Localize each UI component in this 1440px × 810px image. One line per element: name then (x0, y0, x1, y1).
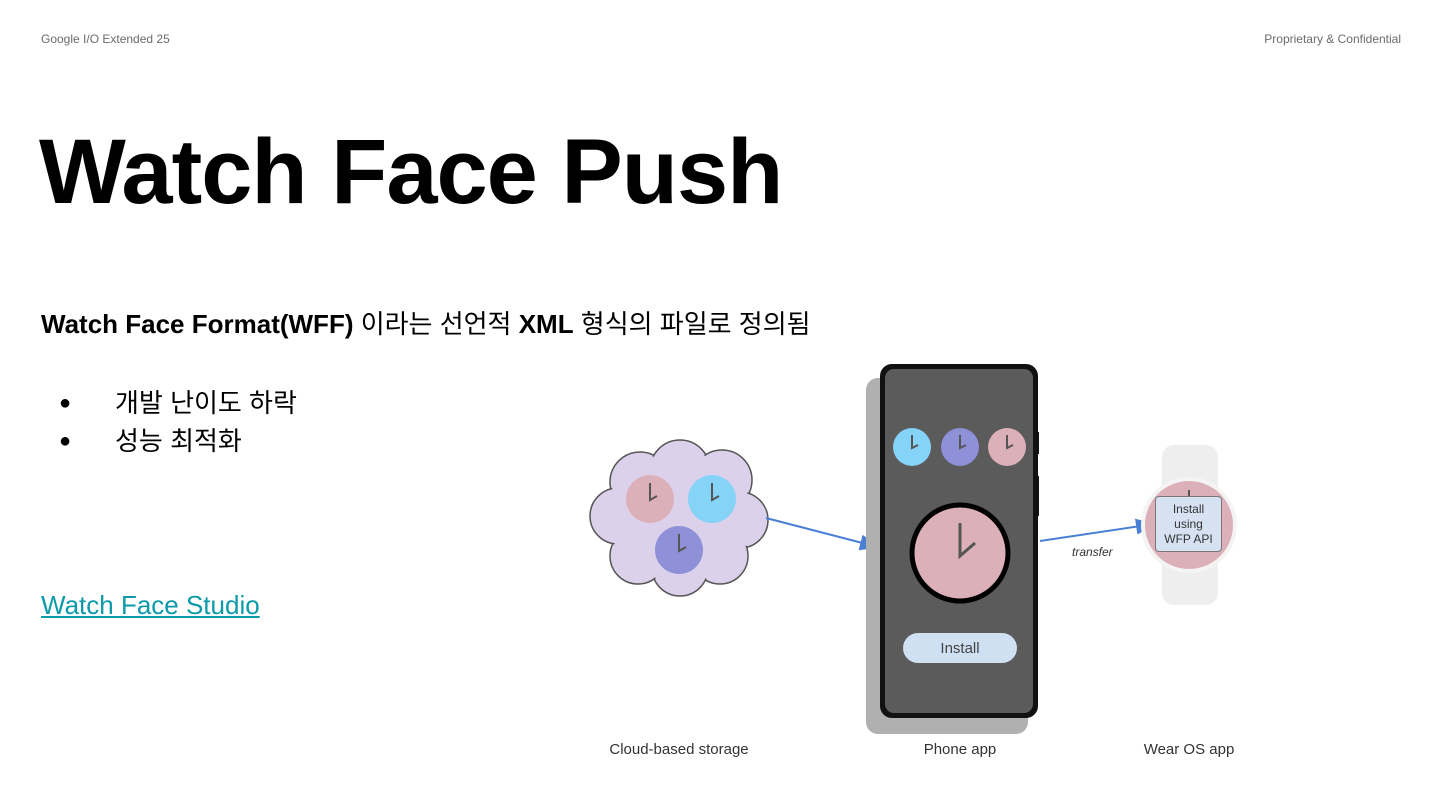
watch-face-studio-link[interactable]: Watch Face Studio (41, 590, 260, 620)
caption-cloud-storage: Cloud-based storage (609, 741, 749, 758)
clock-icon (893, 428, 931, 466)
watch-label-line: using (1174, 517, 1203, 531)
bullet-text: 개발 난이도 하락 (115, 388, 297, 418)
bullet-icon: ● (59, 430, 72, 452)
bullet-list: ● 개발 난이도 하락 ● 성능 최적화 (41, 384, 297, 460)
clock-icon (626, 475, 674, 523)
clock-icon (941, 428, 979, 466)
bullet-item: ● 성능 최적화 (41, 422, 297, 460)
subtitle-bold-wff: Watch Face Format(WFF) (41, 309, 354, 339)
caption-phone-app: Phone app (923, 741, 997, 758)
bullet-item: ● 개발 난이도 하락 (41, 384, 297, 422)
bullet-icon: ● (59, 392, 72, 414)
arrow-cloud-to-phone (765, 517, 880, 551)
header-confidential: Proprietary & Confidential (1264, 32, 1401, 46)
watch-label-line: WFP API (1164, 532, 1213, 546)
subtitle-text-2: 형식의 파일로 정의됨 (573, 309, 811, 339)
clock-icon (988, 428, 1026, 466)
install-button[interactable]: Install (903, 633, 1017, 663)
cloud-storage-icon (589, 439, 769, 597)
phone-icon (866, 364, 1039, 734)
clock-icon (655, 526, 703, 574)
header-event-name: Google I/O Extended 25 (41, 32, 170, 46)
clock-icon (688, 475, 736, 523)
watch-install-label: Install using WFP API (1155, 496, 1222, 552)
page-title: Watch Face Push (39, 121, 783, 223)
transfer-label: transfer (1072, 545, 1113, 559)
subtitle-bold-xml: XML (518, 309, 574, 339)
bullet-text: 성능 최적화 (115, 426, 242, 456)
large-clock-icon (909, 502, 1011, 604)
watch-label-line: Install (1172, 502, 1205, 516)
caption-wear-os-app: Wear OS app (1143, 741, 1235, 758)
subtitle-text-1: 이라는 선언적 (353, 309, 519, 339)
subtitle: Watch Face Format(WFF) 이라는 선언적 XML 형식의 파… (41, 304, 811, 341)
arrow-phone-to-watch (1039, 518, 1156, 542)
